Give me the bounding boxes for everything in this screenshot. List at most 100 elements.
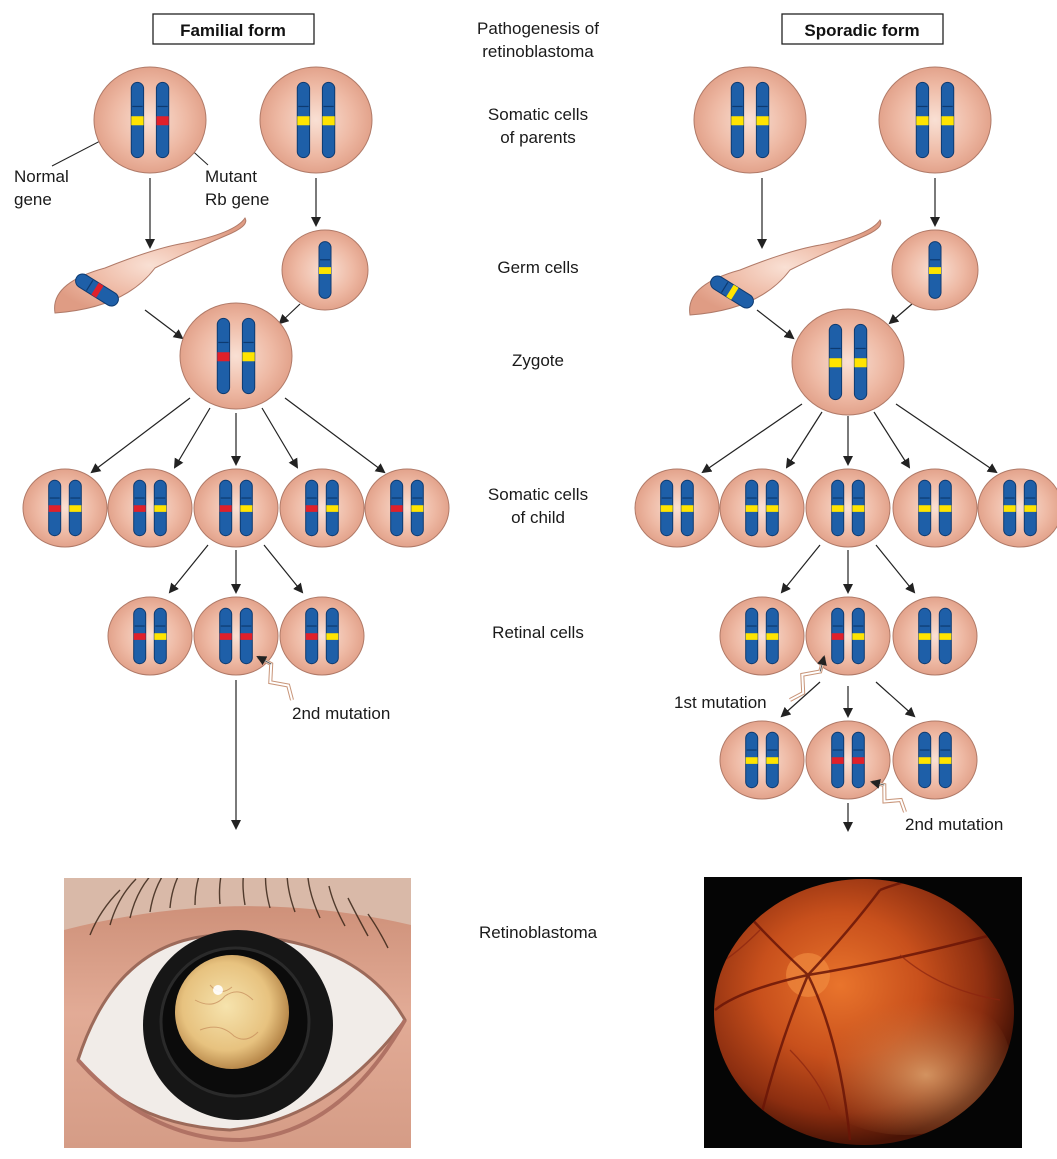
first-mutation-label: 1st mutation [674,693,767,712]
chromosome-left [306,480,318,535]
sporadic-descendant-cell-2 [806,721,890,799]
retinal-cells-label: Retinal cells [492,623,584,642]
normal-gene-label-1: Normal [14,167,69,186]
mutant-gene-label-2: Rb gene [205,190,269,209]
chromosome-left [832,480,844,535]
arrow-sporadic-sperm-zygote [757,310,793,338]
somatic-parents-label-2: of parents [500,128,576,147]
chromosome-left [731,82,743,157]
chromosome-left [297,82,309,157]
arrow-familial-retinal1 [170,545,208,592]
arrow-familial-zygote-child4 [262,408,297,467]
familial-header: Familial form [180,21,286,40]
pathogenesis-label-2: retinoblastoma [482,42,594,61]
arrow-sporadic-retinal3 [876,545,914,592]
sporadic-somatic-child-cell-4 [893,469,977,547]
chromosome-right [411,480,423,535]
second-mutation-familial-label: 2nd mutation [292,704,390,723]
sporadic-descendant-cell-1 [720,721,804,799]
familial-retinal-cell-2 [194,597,278,675]
familial-somatic-child-cell-1 [23,469,107,547]
chromosome-left [217,318,229,393]
chromosome-left [746,732,758,787]
sporadic-zygote-cell [792,309,904,415]
familial-parent-cell-2 [260,67,372,173]
familial-zygote-cell [180,303,292,409]
familial-somatic-child-cell-4 [280,469,364,547]
chromosome-right [154,480,166,535]
arrow-familial-zygote-child1 [92,398,190,472]
chromosome-right [939,608,951,663]
chromosome-right [156,82,168,157]
chromosome-left [49,480,61,535]
chromosome-left [220,608,232,663]
chromosome-left [919,732,931,787]
arrow-sporadic-egg-zygote [890,304,912,323]
chromosome-left [661,480,673,535]
chromosome-single [929,242,941,299]
arrow-sporadic-zygote-child2 [787,412,822,467]
chromosome-right [681,480,693,535]
chromosome-left [832,608,844,663]
chromosome-left [134,480,146,535]
pathogenesis-label-1: Pathogenesis of [477,19,599,38]
chromosome-left [746,480,758,535]
chromosome-right [154,608,166,663]
arrow-sporadic-zygote-child4 [874,412,909,467]
chromosome-right [852,608,864,663]
familial-retinal-cell-3 [280,597,364,675]
somatic-child-label-2: of child [511,508,565,527]
normal-gene-label-2: gene [14,190,52,209]
familial-eye-photo [64,864,411,1148]
chromosome-right [852,480,864,535]
chromosome-right [240,480,252,535]
chromosome-left [916,82,928,157]
sporadic-retinal-cell-2 [806,597,890,675]
sporadic-somatic-child-cell-3 [806,469,890,547]
mutant-gene-label-1: Mutant [205,167,257,186]
familial-somatic-child-cell-5 [365,469,449,547]
chromosome-right [322,82,334,157]
chromosome-right [756,82,768,157]
chromosome-right [242,318,254,393]
chromosome-left [391,480,403,535]
chromosome-right [941,82,953,157]
familial-parent-cell-1 [94,67,206,173]
chromosome-right [326,608,338,663]
arrow-familial-zygote-child2 [175,408,210,467]
cells [23,67,1057,799]
sporadic-somatic-child-cell-5 [978,469,1057,547]
chromosome-right [766,608,778,663]
somatic-parents-label-1: Somatic cells [488,105,588,124]
chromosome-right [1024,480,1036,535]
chromosome-left [134,608,146,663]
arrow-sporadic-zygote-child5 [896,404,996,472]
sporadic-egg-cell [892,230,978,310]
chromosome-left [829,324,841,399]
sporadic-somatic-child-cell-2 [720,469,804,547]
arrow-familial-retinal3 [264,545,302,592]
second-mutation-sporadic-label: 2nd mutation [905,815,1003,834]
chromosome-right [326,480,338,535]
familial-somatic-child-cell-3 [194,469,278,547]
chromosome-right [852,732,864,787]
chromosome-left [919,480,931,535]
sporadic-parent-cell-2 [879,67,991,173]
chromosome-right [939,732,951,787]
arrow-familial-sperm-zygote [145,310,182,338]
mutation-bolts [258,657,905,812]
sporadic-fundus-photo [704,877,1022,1148]
sporadic-somatic-child-cell-1 [635,469,719,547]
arrow-sporadic-desc3 [876,682,914,716]
familial-egg-cell [282,230,368,310]
sporadic-descendant-cell-3 [893,721,977,799]
arrow-sporadic-retinal1 [782,545,820,592]
chromosome-right [69,480,81,535]
chromosome-left [746,608,758,663]
familial-retinal-cell-1 [108,597,192,675]
chromosome-left [1004,480,1016,535]
chromosome-left [220,480,232,535]
zygote-label: Zygote [512,351,564,370]
sporadic-retinal-cell-3 [893,597,977,675]
